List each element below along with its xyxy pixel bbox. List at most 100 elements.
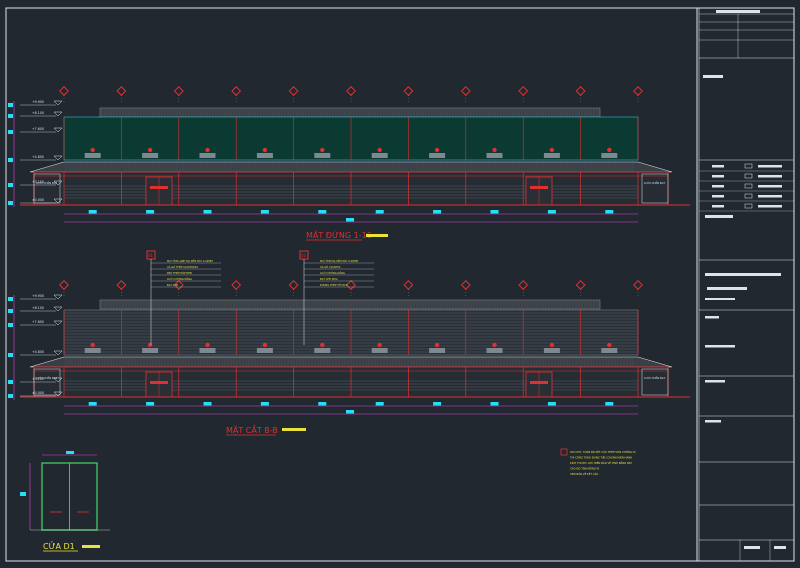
signature-role — [712, 195, 724, 198]
grid-axis-marker — [59, 280, 69, 290]
level-marker — [53, 111, 63, 117]
end-wall-right — [641, 368, 669, 396]
signature-box — [744, 193, 753, 199]
level-label: +9.900 — [32, 100, 44, 104]
grid-axis-marker — [116, 280, 127, 290]
grid-axis-marker — [173, 86, 184, 96]
overall-dimension-tag — [346, 410, 354, 414]
signature-role — [712, 205, 724, 208]
callout-text: KHUNG THÉP TỔ HỢP — [320, 282, 348, 287]
dimension-value-tag — [605, 210, 614, 214]
dimension-tag — [8, 103, 13, 107]
section-title: MẶT CẮT B-B — [226, 423, 278, 436]
fan-marker — [434, 147, 440, 153]
title-block-logo-bar — [703, 75, 723, 78]
door-label — [530, 186, 548, 189]
dimension-value-tag — [203, 402, 212, 406]
overall-dimension-tag — [346, 218, 354, 222]
door-dimension-tag — [66, 451, 74, 454]
ventilation-unit — [199, 348, 216, 353]
level-label: +9.900 — [32, 294, 44, 298]
grid-axis-marker — [575, 280, 586, 290]
dimension-tag — [8, 394, 13, 398]
grid-axis-marker — [346, 280, 356, 290]
dimension-value-tag — [375, 210, 384, 214]
fan-marker — [320, 147, 325, 153]
dimension-tag — [8, 158, 13, 162]
dimension-value-tag — [490, 210, 499, 214]
door-label — [150, 381, 168, 384]
fan-marker — [607, 147, 612, 153]
level-label: ±0.000 — [32, 198, 44, 202]
level-marker — [53, 100, 63, 106]
level-marker — [53, 155, 63, 161]
signature-name — [758, 165, 782, 168]
ventilation-unit — [142, 348, 159, 353]
notes-marker — [560, 448, 568, 456]
signature-role — [712, 175, 724, 178]
sheet-total-bar — [774, 546, 786, 549]
grid-axis-marker — [518, 280, 529, 290]
fan-marker — [377, 147, 382, 153]
fan-marker — [90, 147, 95, 153]
grid-axis-marker — [59, 86, 69, 96]
dimension-value-tag — [318, 210, 327, 214]
fan-marker — [90, 342, 95, 348]
grid-axis-marker — [288, 280, 299, 290]
dimension-value-tag — [547, 402, 556, 406]
scale-label-bar — [705, 380, 725, 383]
door-label — [530, 381, 548, 384]
level-label: ±0.000 — [32, 391, 44, 395]
level-label: +8.100 — [32, 306, 44, 310]
level-marker — [53, 306, 63, 312]
callout-text: MÁI TÔN MẠ KẼM DÀY 0.45MM — [320, 258, 358, 263]
ventilation-unit — [314, 348, 331, 353]
level-label: +4.800 — [32, 350, 44, 354]
callout-text: LƯỚI CHỐNG NẮNG — [167, 276, 192, 281]
signature-box — [744, 173, 753, 179]
grid-axis-marker — [288, 86, 299, 96]
grid-axis-marker — [403, 86, 414, 96]
signature-box — [744, 203, 753, 209]
dimension-tag — [8, 353, 13, 357]
ventilation-unit — [371, 153, 388, 158]
fan-marker — [205, 147, 210, 153]
ventilation-unit — [486, 348, 503, 353]
callout-text: LƯỚI CHỐNG NẮNG — [320, 270, 345, 275]
signature-name — [758, 205, 782, 208]
dimension-value-tag — [433, 402, 442, 406]
project-name-bar-2 — [707, 287, 747, 290]
dimension-tag — [8, 183, 13, 187]
fan-marker — [607, 342, 612, 348]
note-line: KÍCH THƯỚC GHI TRÊN BẢN VẼ TÍNH BẰNG MM — [570, 460, 632, 465]
dimension-value-tag — [547, 210, 556, 214]
fan-marker — [262, 147, 268, 153]
grid-axis-marker — [116, 86, 127, 96]
signature-name — [758, 185, 782, 188]
dimension-value-tag — [260, 210, 269, 214]
ventilation-unit — [256, 348, 273, 353]
title-block-header-bar — [716, 10, 760, 13]
signature-box — [744, 183, 753, 189]
grid-axis-marker — [403, 280, 414, 290]
signature-box — [744, 163, 753, 169]
drawing-name-bar — [705, 345, 735, 348]
ridge-roof — [99, 299, 601, 310]
ventilation-unit — [429, 153, 446, 158]
dimension-value-tag — [605, 402, 614, 406]
callout-text: KÈO THÉP HỘP ĐEN — [167, 270, 192, 275]
dimension-tag — [8, 130, 13, 134]
side-note-right: LƯỚI CHẮN BẠT — [644, 375, 665, 380]
door-scale-bar — [82, 545, 100, 548]
door-label — [150, 186, 168, 189]
dimension-value-tag — [203, 210, 212, 214]
ventilation-unit — [256, 153, 273, 158]
dimension-value-tag — [433, 210, 442, 214]
grid-axis-marker — [231, 86, 242, 96]
section-scale-bar — [282, 428, 306, 431]
grid-axis-marker — [518, 86, 529, 96]
door-title: CỬA D1 — [43, 540, 75, 551]
grid-axis-marker — [460, 86, 471, 96]
